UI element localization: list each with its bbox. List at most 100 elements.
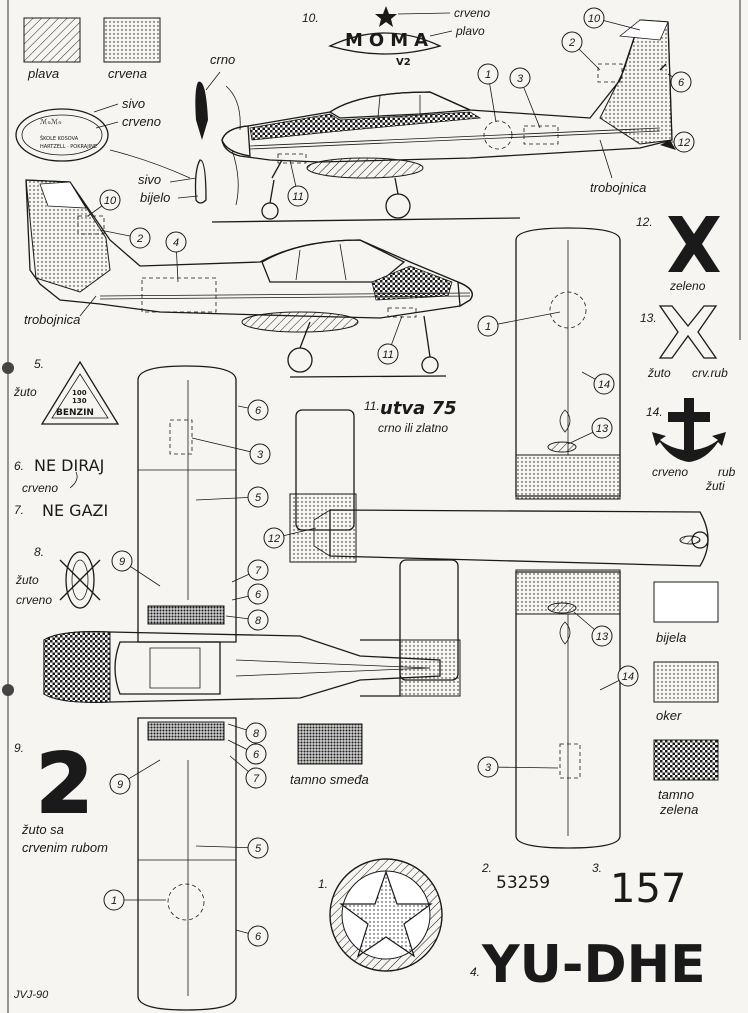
marking-13-number: 13.	[640, 311, 657, 325]
binder-hole	[2, 684, 14, 696]
marking-5-color: žuto	[13, 385, 37, 399]
legend-tamno-zelena-label-2: zelena	[659, 802, 698, 817]
callout-number: 3	[257, 449, 264, 461]
wing-bottom-upper	[515, 227, 621, 497]
marking-5-bottom: BENZIN	[56, 408, 94, 418]
marking-10-plavo: plavo	[455, 24, 485, 38]
callout-circle	[591, 417, 613, 439]
side-view-right	[194, 19, 676, 223]
binder-hole	[2, 362, 14, 374]
svg-text:ŠKOLE KOSOVA: ŠKOLE KOSOVA	[40, 135, 79, 142]
legend-bijela: bijela	[653, 581, 719, 645]
callout-circle	[129, 227, 151, 249]
marking-12: 12. zeleno	[636, 215, 720, 293]
legend-crvena-label: crvena	[108, 66, 147, 81]
callout-number: 13	[596, 423, 609, 435]
tail-decal: ℳℴℳℴ ŠKOLE KOSOVA HARTZELL · POKRAJINE	[15, 108, 109, 162]
propeller-blade	[194, 159, 207, 204]
marking-14-color-2: rub	[718, 465, 736, 479]
callout-circle	[561, 31, 583, 53]
marking-11-logo: utva 75	[380, 398, 457, 419]
marking-11-number: 11.	[364, 399, 380, 413]
callout-circle	[263, 527, 285, 549]
marking-9-glyph: 2	[36, 737, 93, 832]
callout-circle	[109, 773, 131, 795]
marking-12-number: 12.	[636, 215, 653, 229]
marking-14-color-1: crveno	[652, 465, 688, 479]
legend-oker: oker	[653, 661, 719, 723]
fuselage-bottom	[329, 509, 709, 567]
cross-outline-icon	[658, 305, 718, 359]
callout-number: 10	[588, 13, 601, 25]
marking-3-number: 3.	[592, 861, 602, 875]
star-icon	[375, 6, 397, 27]
marking-9: 9. 2 žuto sa crvenim rubom	[14, 736, 108, 855]
marking-3-code: 157	[610, 866, 686, 912]
callout-circle	[247, 559, 269, 581]
marking-11-desc: crno ili zlatno	[378, 421, 448, 435]
marking-6-number: 6.	[14, 459, 24, 473]
canopy	[328, 91, 471, 119]
marking-10-number: 10.	[302, 11, 319, 25]
callout-circle	[99, 189, 121, 211]
marking-9-desc-2: crvenim rubom	[22, 840, 108, 855]
callout-circle	[245, 767, 267, 789]
marking-1-number: 1.	[318, 877, 328, 891]
marking-1-roundel: 1.	[318, 858, 443, 972]
callout-number: 11	[292, 191, 303, 203]
marking-4-registration: YU-DHE	[481, 935, 706, 995]
marking-11: 11. utva 75 crno ili zlatno	[364, 398, 457, 435]
marking-9-number: 9.	[14, 741, 24, 755]
callout-circle	[245, 743, 267, 765]
side-view-left	[25, 179, 473, 378]
callout-number: 9	[119, 556, 125, 568]
label-sivo: sivo	[122, 96, 145, 111]
marking-8-color-1: žuto	[15, 573, 39, 587]
marking-7-number: 7.	[14, 503, 24, 517]
callout-circle	[247, 583, 269, 605]
callout-circle	[165, 231, 187, 253]
callout-number: 2	[568, 37, 575, 49]
callout-circle	[247, 486, 269, 508]
star-icon	[339, 870, 433, 958]
callout-number: 6	[255, 931, 262, 943]
callout-number: 7	[255, 565, 262, 577]
wing-bottom-lower	[515, 571, 621, 849]
callout-circle	[477, 756, 499, 778]
callout-circle	[593, 373, 615, 395]
marking-5: 5. žuto 100 130 BENZIN	[13, 357, 120, 425]
callout-number: 1	[485, 321, 491, 333]
label-trobojnica-left: trobojnica	[24, 312, 80, 327]
callout-circle	[591, 625, 613, 647]
marking-8-number: 8.	[34, 545, 44, 559]
legend-oker-label: oker	[656, 708, 682, 723]
marking-14-number: 14.	[646, 405, 663, 419]
marking-5-mid: 130	[72, 397, 87, 405]
callout-number: 5	[255, 843, 262, 855]
callout-number: 6	[255, 405, 262, 417]
marking-14: 14. crveno rub žuti	[646, 398, 736, 493]
callout-number: 14	[598, 379, 610, 391]
marking-10-logo: 10. crveno MOMA V2 plavo	[302, 6, 490, 68]
callout-number: 1	[111, 895, 117, 907]
label-trobojnica-right: trobojnica	[590, 180, 646, 195]
engine-cowling	[43, 631, 111, 703]
callout-circle	[247, 399, 269, 421]
legend-tamno-zelena: tamno zelena	[653, 739, 719, 817]
moma-logo-sub: V2	[396, 57, 411, 68]
callout-circle	[477, 63, 499, 85]
propeller-blade	[195, 81, 208, 140]
callout-number: 6	[678, 77, 685, 89]
callout-circle	[247, 609, 269, 631]
callout-leader	[487, 311, 561, 327]
callout-leader	[191, 437, 261, 455]
legend-crvena: crvena	[103, 17, 161, 81]
callout-circle	[247, 837, 269, 859]
label-crno: crno	[210, 52, 235, 67]
callout-circle	[111, 550, 133, 572]
wing-upper	[137, 365, 237, 643]
signature: JVJ-90	[13, 989, 49, 1001]
callout-number: 4	[173, 237, 179, 249]
